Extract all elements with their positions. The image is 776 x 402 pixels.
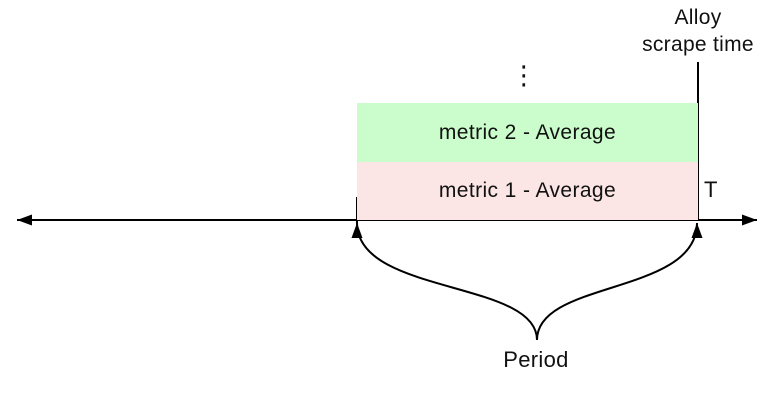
- metric-2-average-label: metric 2 - Average: [438, 120, 617, 144]
- metric-2-average-bar: metric 2 - Average: [357, 103, 698, 162]
- period-label: Period: [503, 347, 569, 372]
- t-axis-label: T: [704, 177, 718, 202]
- alloy-scrape-time-label-line1: Alloy: [674, 6, 722, 29]
- alloy-scrape-time-label: Alloy scrape time: [612, 4, 776, 58]
- period-brace-right-curve: [536, 222, 703, 341]
- metric-1-average-bar: metric 1 - Average: [357, 162, 698, 220]
- more-metrics-ellipsis: ⋮: [510, 61, 538, 91]
- metric-1-average-label: metric 1 - Average: [438, 179, 617, 202]
- period-brace-left-curve: [351, 222, 538, 341]
- alloy-scrape-time-label-line2: scrape time: [642, 33, 754, 56]
